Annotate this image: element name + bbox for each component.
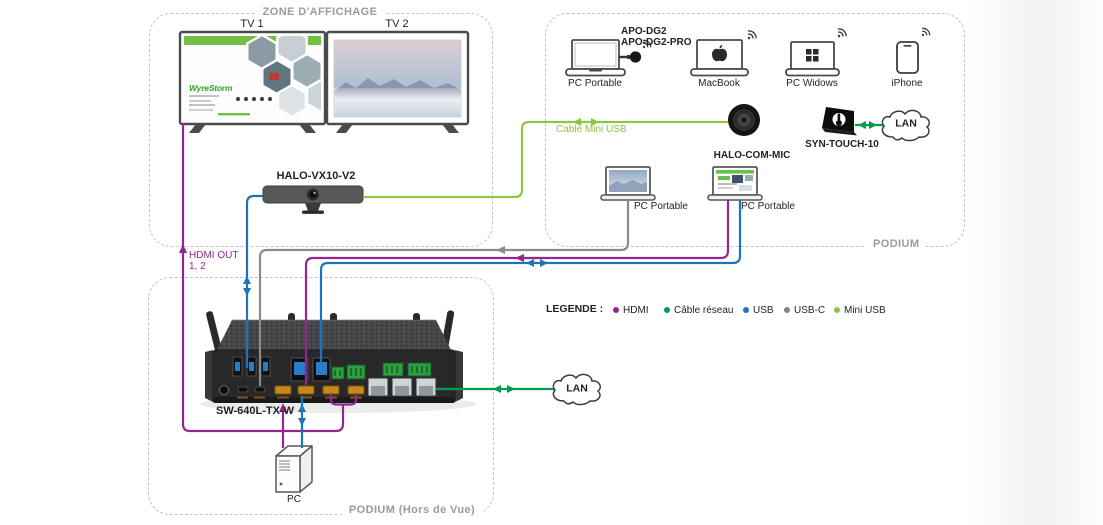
legend-dot-miniusb bbox=[834, 307, 840, 313]
legend-dot-hdmi bbox=[613, 307, 619, 313]
hdmi-out-loop bbox=[329, 393, 358, 406]
halo-vx10-label: HALO-VX10-V2 bbox=[276, 170, 356, 182]
legend-item-miniusb: Mini USB bbox=[834, 305, 886, 316]
cable-arrows bbox=[179, 118, 877, 426]
usb-cable-camera bbox=[245, 194, 263, 368]
power-port bbox=[219, 385, 229, 395]
tv2-display bbox=[325, 30, 470, 133]
zone-podium-hors-label: PODIUM (Hors de Vue) bbox=[341, 505, 483, 516]
tv1-hexagon-collage bbox=[246, 36, 321, 119]
zone-affichage-label: ZONE D'AFFICHAGE bbox=[255, 7, 385, 18]
legend-label: Mini USB bbox=[844, 304, 886, 316]
iphone-label: iPhone bbox=[891, 78, 923, 89]
syn-touch-10-label: SYN-TOUCH-10 bbox=[805, 139, 879, 150]
lan-bottom-label: LAN bbox=[566, 382, 588, 395]
tv2-label: TV 2 bbox=[385, 18, 409, 30]
wifi-icon bbox=[743, 28, 759, 44]
podium-laptop-right-label: PC Portable bbox=[741, 201, 795, 212]
syn-touch-10-device bbox=[822, 107, 857, 136]
halo-com-mic-device bbox=[728, 104, 760, 136]
byod-iphone bbox=[896, 26, 932, 74]
apo-dg2-label-line2: APO-DG2-PRO bbox=[621, 37, 692, 48]
halo-vx10-camera bbox=[262, 185, 364, 214]
legend-dot-usb bbox=[743, 307, 749, 313]
wifi-icon bbox=[917, 26, 932, 40]
switcher-device bbox=[200, 310, 476, 413]
zone-podium-box bbox=[545, 13, 965, 247]
usb-b-ports bbox=[290, 357, 331, 382]
mini-usb-cable-camera-mic bbox=[363, 120, 728, 199]
wifi-icon bbox=[833, 26, 849, 42]
legend-label: USB bbox=[753, 304, 774, 316]
pc-portable-wireless-label: PC Portable bbox=[568, 78, 622, 89]
legend-label: Câble réseau bbox=[674, 304, 734, 316]
legend-title: LEGENDE : bbox=[546, 303, 604, 315]
apo-dg2-dongle bbox=[629, 51, 642, 63]
legend-item-hdmi: HDMI bbox=[613, 305, 649, 316]
apo-dg2-label-line1: APO-DG2 bbox=[621, 26, 667, 37]
windows-logo-icon bbox=[806, 49, 819, 62]
legend-item-usbc: USB-C bbox=[784, 305, 825, 316]
podium-laptop-right bbox=[707, 166, 763, 201]
lan-top-label: LAN bbox=[895, 117, 917, 130]
usb-a-ports bbox=[232, 356, 271, 377]
byod-macbook bbox=[690, 28, 759, 77]
legend-item-reseau: Câble réseau bbox=[664, 305, 733, 316]
pc-tower-label: PC bbox=[287, 494, 301, 505]
hdmi-out-label-line2: 1, 2 bbox=[189, 261, 206, 272]
usbc-cable-laptop-left bbox=[258, 200, 630, 386]
macbook-label: MacBook bbox=[698, 78, 740, 89]
legend-dot-reseau bbox=[664, 307, 670, 313]
byod-pc-portable bbox=[565, 38, 653, 77]
zone-podium-label: PODIUM bbox=[866, 239, 927, 250]
legend-dot-usbc bbox=[784, 307, 790, 313]
hdmi-cable-tv-to-switcher bbox=[181, 123, 345, 433]
hdmi-out-label-line1: HDMI OUT bbox=[189, 250, 239, 261]
legend-item-usb: USB bbox=[743, 305, 774, 316]
pc-tower bbox=[275, 445, 313, 493]
tv1-display bbox=[178, 30, 327, 133]
tv1-social-dots bbox=[236, 97, 272, 101]
halo-com-mic-label: HALO-COM-MIC bbox=[713, 150, 791, 161]
byod-pc-windows bbox=[785, 26, 849, 77]
ethernet-ports bbox=[367, 377, 437, 397]
switcher-model-label: SW-640L-TX-W bbox=[216, 405, 294, 417]
pc-widows-label: PC Widows bbox=[786, 78, 838, 89]
podium-laptop-left bbox=[600, 166, 656, 201]
tv1-brand-logo: WyreStorm bbox=[189, 83, 233, 93]
legend-label: USB-C bbox=[794, 304, 826, 316]
legend-label: HDMI bbox=[623, 304, 649, 316]
podium-laptop-left-label: PC Portable bbox=[634, 201, 688, 212]
tv1-label: TV 1 bbox=[240, 18, 264, 30]
cable-mini-usb-label: Cable Mini USB bbox=[556, 124, 627, 135]
usb-c-ports bbox=[237, 386, 266, 393]
apple-logo-icon bbox=[712, 48, 727, 62]
